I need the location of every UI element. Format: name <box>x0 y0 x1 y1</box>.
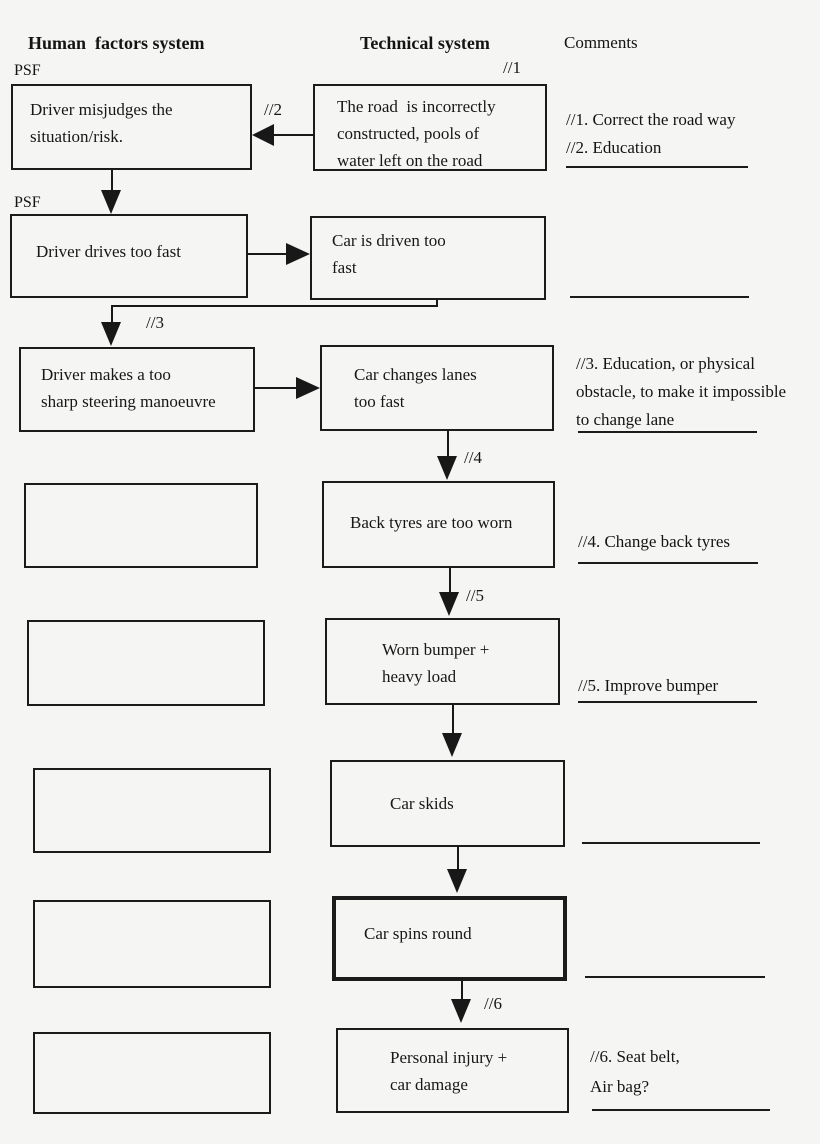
comment-underline-row6 <box>582 842 760 844</box>
comment-6: //6. Seat belt, Air bag? <box>590 1047 680 1096</box>
comment-underline-row5 <box>578 701 757 703</box>
connector-down-shaft <box>111 305 113 324</box>
arrow-spins-to-injury-shaft <box>461 981 463 1001</box>
comment-3: //3. Education, or physical obstacle, to… <box>576 354 787 429</box>
hf-empty-box-7 <box>33 900 271 988</box>
comment-underline-row7 <box>585 976 765 978</box>
arrow-road-to-driver-shaft <box>272 134 314 136</box>
arrow-label-2: //2 <box>264 100 282 119</box>
tech-box-worn-bumper: Worn bumper + heavy load <box>325 618 560 705</box>
tech-box-car-spins: Car spins round <box>332 896 567 981</box>
tech-box-personal-injury: Personal injury + car damage <box>336 1028 569 1113</box>
hf-empty-box-8 <box>33 1032 271 1114</box>
arrow-steering-to-lanes-arrowhead-icon <box>296 377 320 399</box>
arrow-tyres-to-bumper-arrowhead-icon <box>439 592 459 616</box>
hf-empty-box-5 <box>27 620 265 706</box>
comment-4: //4. Change back tyres <box>578 532 731 551</box>
arrow-label-4: //4 <box>464 448 482 467</box>
arrow-label-6: //6 <box>484 994 502 1013</box>
arrow-misjudge-to-fast-shaft <box>111 170 113 192</box>
arrow-skids-to-spins-shaft <box>457 847 459 871</box>
psf-label-1: PSF <box>14 62 41 79</box>
arrow-lanes-to-tyres-shaft <box>447 431 449 458</box>
arrow-label-5: //5 <box>466 586 484 605</box>
connector-vertical-segment <box>436 300 438 307</box>
arrow-steering-to-lanes-shaft <box>255 387 297 389</box>
comment-underline-row2 <box>570 296 749 298</box>
column-header-technical: Technical system <box>360 33 490 53</box>
arrow-bumper-to-skids-arrowhead-icon <box>442 733 462 757</box>
comment-underline-row4 <box>578 562 758 564</box>
comment-underline-row8 <box>592 1109 770 1111</box>
tech-box-changes-lanes: Car changes lanes too fast <box>320 345 554 431</box>
comment-1-2: //1. Correct the road way //2. Education <box>566 110 736 157</box>
tech-box-road-incorrect: The road is incorrectly constructed, poo… <box>313 84 547 171</box>
comment-underline-row3 <box>578 431 757 433</box>
comment-underline-row1 <box>566 166 748 168</box>
hf-box-driver-misjudges: Driver misjudges the situation/risk. <box>11 84 252 170</box>
arrow-driver-to-car-arrowhead-icon <box>286 243 310 265</box>
arrow-label-3: //3 <box>146 313 164 332</box>
hf-box-driver-too-fast: Driver drives too fast <box>10 214 248 298</box>
connector-horizontal-segment <box>111 305 438 307</box>
arrow-tyres-to-bumper-shaft <box>449 568 451 594</box>
tech-box-car-driven-fast: Car is driven too fast <box>310 216 546 300</box>
tech-box-car-skids: Car skids <box>330 760 565 847</box>
arrow-spins-to-injury-arrowhead-icon <box>451 999 471 1023</box>
tech-box-back-tyres: Back tyres are too worn <box>322 481 555 568</box>
arrow-skids-to-spins-arrowhead-icon <box>447 869 467 893</box>
hf-empty-box-4 <box>24 483 258 568</box>
arrow-road-to-driver-arrowhead-icon <box>252 124 274 146</box>
arrow-driver-to-car-shaft <box>248 253 288 255</box>
hf-empty-box-6 <box>33 768 271 853</box>
psf-label-2: PSF <box>14 194 41 211</box>
hf-box-sharp-steering: Driver makes a too sharp steering manoeu… <box>19 347 255 432</box>
arrow-bumper-to-skids-shaft <box>452 705 454 735</box>
arrow-label-1: //1 <box>503 58 521 77</box>
arrow-lanes-to-tyres-arrowhead-icon <box>437 456 457 480</box>
column-header-human-factors: Human factors system <box>28 33 205 53</box>
arrow-misjudge-to-fast-arrowhead-icon <box>101 190 121 214</box>
connector-arrowhead-icon <box>101 322 121 346</box>
comment-5: //5. Improve bumper <box>578 676 719 695</box>
column-header-comments: Comments <box>564 33 638 52</box>
